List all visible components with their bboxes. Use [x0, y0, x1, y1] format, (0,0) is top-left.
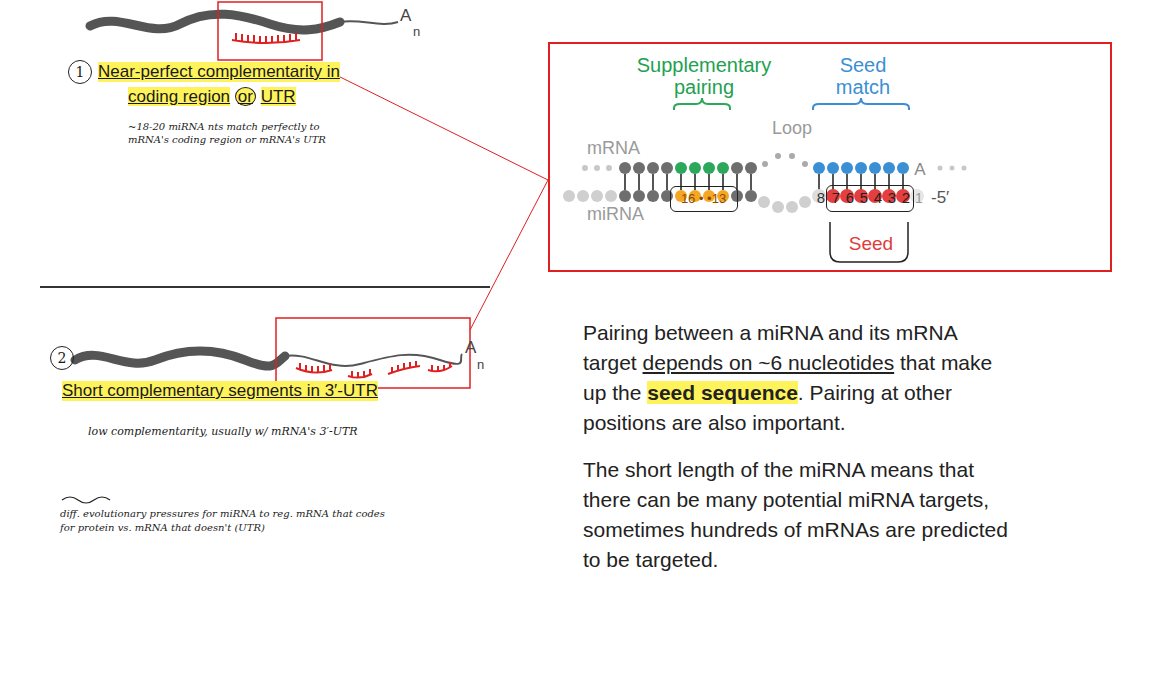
nucleotide [775, 153, 781, 159]
mirna-segments [296, 361, 452, 378]
mirna-comb [232, 33, 300, 43]
seed-label: Seed [843, 233, 899, 255]
mrna-tail [340, 21, 398, 24]
polya-subscript: n [413, 24, 420, 39]
body-paragraph: The short length of the miRNA means that… [583, 455, 1008, 575]
position-range: 16 • •13 [671, 187, 736, 210]
nucleotide [731, 162, 743, 174]
region-label: Supplementary pairing [624, 54, 784, 98]
nucleotide [594, 165, 600, 171]
nucleotide [962, 166, 967, 171]
nucleotide [950, 166, 955, 171]
nucleotide [802, 161, 808, 167]
nucleotide [869, 162, 881, 174]
circled-word: or [235, 87, 256, 106]
loop-label: Loop [772, 118, 812, 139]
highlighted-term: seed sequence [647, 381, 798, 404]
zoom-frame [218, 2, 322, 60]
nucleotide [689, 162, 701, 174]
nucleotide [897, 162, 909, 174]
position-number: 7 [829, 188, 843, 208]
position-number: 5 [857, 188, 871, 208]
nucleotide-letter: A [912, 159, 928, 181]
mrna-tail [285, 354, 462, 366]
position-number: 3 [885, 188, 899, 208]
nucleotide [745, 190, 757, 202]
callout-number: 1 [68, 60, 92, 84]
nucleotide [619, 162, 631, 174]
base-pair-ticks [625, 174, 903, 190]
nucleotide [633, 162, 645, 174]
nucleotide [675, 162, 687, 174]
nucleotide [883, 162, 895, 174]
zoom-panel: Supplementary pairing Seed match mRNA Loop m… [548, 42, 1112, 272]
leader-line [470, 180, 548, 330]
caption-text: Near-perfect complementarity in [98, 62, 340, 82]
position-box: 16 • •13 [670, 186, 738, 212]
region-label: Seed match [823, 54, 903, 98]
caption-row: coding region or UTR [128, 87, 296, 107]
nucleotide [786, 201, 798, 213]
seed-match-bracket [813, 98, 909, 110]
nucleotide [606, 165, 612, 171]
pairing-bracket [674, 98, 730, 110]
nucleotide [647, 162, 659, 174]
strand-label: mRNA [587, 138, 640, 159]
nucleotide [605, 190, 617, 202]
nucleotide [762, 161, 768, 167]
mrna-strand [90, 14, 340, 30]
nucleotide [563, 190, 575, 202]
position-number: 2 [899, 188, 913, 208]
polya-label: A [465, 338, 476, 358]
mrna-strand [75, 351, 285, 366]
nucleotide [758, 196, 770, 208]
nucleotide [717, 162, 729, 174]
position-number: 4 [871, 188, 885, 208]
nucleotide [789, 153, 795, 159]
strand-end-label: -5′ [931, 187, 949, 209]
nucleotide [577, 190, 589, 202]
handwritten-note: ~18-20 miRNA nts match perfectly to mRNA… [128, 120, 328, 146]
nucleotide [647, 190, 659, 202]
nucleotide [799, 196, 811, 208]
nucleotide [827, 162, 839, 174]
nucleotide [855, 162, 867, 174]
nucleotide [582, 165, 588, 171]
nucleotide [661, 190, 673, 202]
caption-text: Short complementary segments in 3′-UTR [62, 381, 378, 401]
seed-bracket [830, 222, 908, 262]
strand-label: miRNA [587, 204, 644, 225]
position-number: 1 [912, 188, 926, 208]
nucleotide [731, 190, 743, 202]
divider-line [40, 286, 490, 288]
handwritten-note: diff. evolutionary pressures for miRNA t… [60, 507, 400, 535]
nucleotide [633, 190, 645, 202]
nucleotide [619, 190, 631, 202]
caption-text: UTR [261, 87, 296, 106]
polya-subscript: n [477, 357, 484, 372]
nucleotide [661, 162, 673, 174]
nucleotide [772, 201, 784, 213]
handwritten-note: low complementarity, usually w/ mRNA's 3… [88, 425, 358, 439]
leader-line [330, 72, 548, 180]
caption-text: coding region [128, 87, 230, 106]
nucleotide [703, 162, 715, 174]
seed-box: 765432Seed [826, 185, 914, 212]
nucleotide [591, 190, 603, 202]
position-number: 6 [843, 188, 857, 208]
underlined-text: depends on ~6 nucleotides [643, 351, 895, 374]
squiggle-mark [62, 497, 110, 503]
nucleotide [745, 162, 757, 174]
nucleotide [813, 162, 825, 174]
nucleotide [841, 162, 853, 174]
callout-number: 2 [50, 346, 74, 370]
body-paragraph: Pairing between a miRNA and its mRNA tar… [583, 318, 1008, 438]
zoom-frame [276, 318, 470, 388]
nucleotide [938, 166, 943, 171]
polya-label: A [400, 6, 411, 26]
